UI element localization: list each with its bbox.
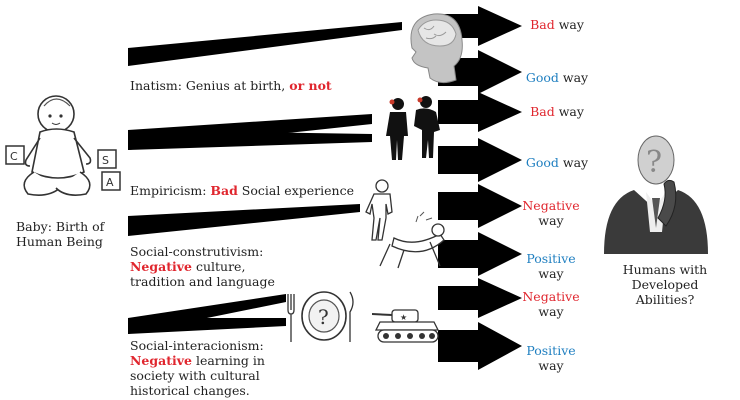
wedge-arrow-6 [128, 318, 286, 334]
theory-text: Inatism: Genius at birth, [130, 78, 290, 93]
question-plate-icon: ? [287, 291, 354, 342]
outcome-highlight: Bad [530, 104, 555, 119]
wedge-arrow-3 [128, 130, 372, 150]
outcome-3: Bad way [522, 104, 592, 119]
theory-text: Social-interacionism: [130, 338, 264, 353]
svg-text:S: S [102, 154, 109, 167]
theory-emphasis: or not [289, 78, 332, 93]
outcome-4: Good way [522, 155, 592, 170]
baby-with-blocks-icon: C S A [5, 95, 121, 196]
outcome-arrow-8 [438, 322, 522, 370]
theory-text: learning in [191, 353, 265, 368]
target-label-line3: Abilities? [635, 292, 695, 307]
theory-text: Empiricism: [130, 183, 211, 198]
outcome-8: Positive way [516, 343, 586, 373]
theory-empiricism: Empiricism: Bad Social experience [130, 183, 354, 198]
faceless-businessman-icon: ? [604, 135, 708, 254]
outcome-highlight: Positive [526, 251, 576, 266]
outcome-rest: way [538, 266, 564, 281]
theory-social-interacionism: Social-interacionism: Negative learning … [130, 338, 265, 398]
theory-text: Social experience [237, 183, 354, 198]
outcome-highlight: Good [525, 70, 559, 85]
outcome-6: Positive way [516, 251, 586, 281]
theory-text: society with cultural [130, 368, 260, 383]
outcome-highlight: Negative [522, 289, 580, 304]
tank-icon: ★ [372, 309, 440, 343]
target-label-line1: Humans with [622, 262, 708, 277]
theory-emphasis: Negative [130, 259, 192, 274]
theory-inatism: Inatism: Genius at birth, or not [130, 78, 332, 93]
svg-text:?: ? [318, 305, 329, 329]
theory-social-construtivism: Social-construtivism: Negative culture, … [130, 244, 275, 289]
outcome-rest: way [538, 213, 564, 228]
theory-text: historical changes. [130, 383, 250, 398]
source-label-line1: Baby: Birth of [16, 219, 105, 234]
brain-head-icon [410, 13, 463, 84]
svg-text:C: C [10, 150, 18, 163]
outcome-highlight: Positive [526, 343, 576, 358]
outcome-arrow-7 [438, 278, 522, 318]
outcome-rest: way [554, 17, 584, 32]
outcome-7: Negative way [516, 289, 586, 319]
wedge-arrow-4 [128, 204, 360, 236]
theory-text: tradition and language [130, 274, 275, 289]
target-label: Humans with Developed Abilities? [610, 262, 720, 307]
outcome-arrow-3 [438, 92, 522, 132]
svg-text:A: A [106, 176, 114, 189]
outcome-highlight: Good [525, 155, 559, 170]
outcome-rest: way [558, 155, 589, 170]
outcome-rest: way [554, 104, 584, 119]
theory-emphasis: Bad [210, 183, 238, 198]
outcome-highlight: Negative [522, 198, 580, 213]
theory-text: culture, [191, 259, 246, 274]
children-silhouette-icon [386, 96, 440, 160]
fighters-sketch-icon [365, 179, 445, 269]
outcome-rest: way [558, 70, 589, 85]
wedge-arrow-1 [128, 22, 402, 66]
outcome-2: Good way [522, 70, 592, 85]
outcome-arrow-4 [438, 138, 522, 182]
theory-text: Social-construtivism: [130, 244, 264, 259]
svg-text:★: ★ [400, 313, 407, 322]
outcome-arrow-6 [438, 232, 522, 276]
outcome-1: Bad way [522, 17, 592, 32]
theory-emphasis: Negative [130, 353, 192, 368]
outcome-rest: way [538, 358, 564, 373]
outcome-arrow-5 [438, 184, 522, 228]
source-label-line2: Human Being [16, 234, 103, 249]
target-label-line2: Developed [631, 277, 699, 292]
svg-text:?: ? [646, 145, 662, 180]
source-label: Baby: Birth of Human Being [16, 219, 126, 249]
outcome-highlight: Bad [530, 17, 555, 32]
outcome-rest: way [538, 304, 564, 319]
outcome-5: Negative way [516, 198, 586, 228]
